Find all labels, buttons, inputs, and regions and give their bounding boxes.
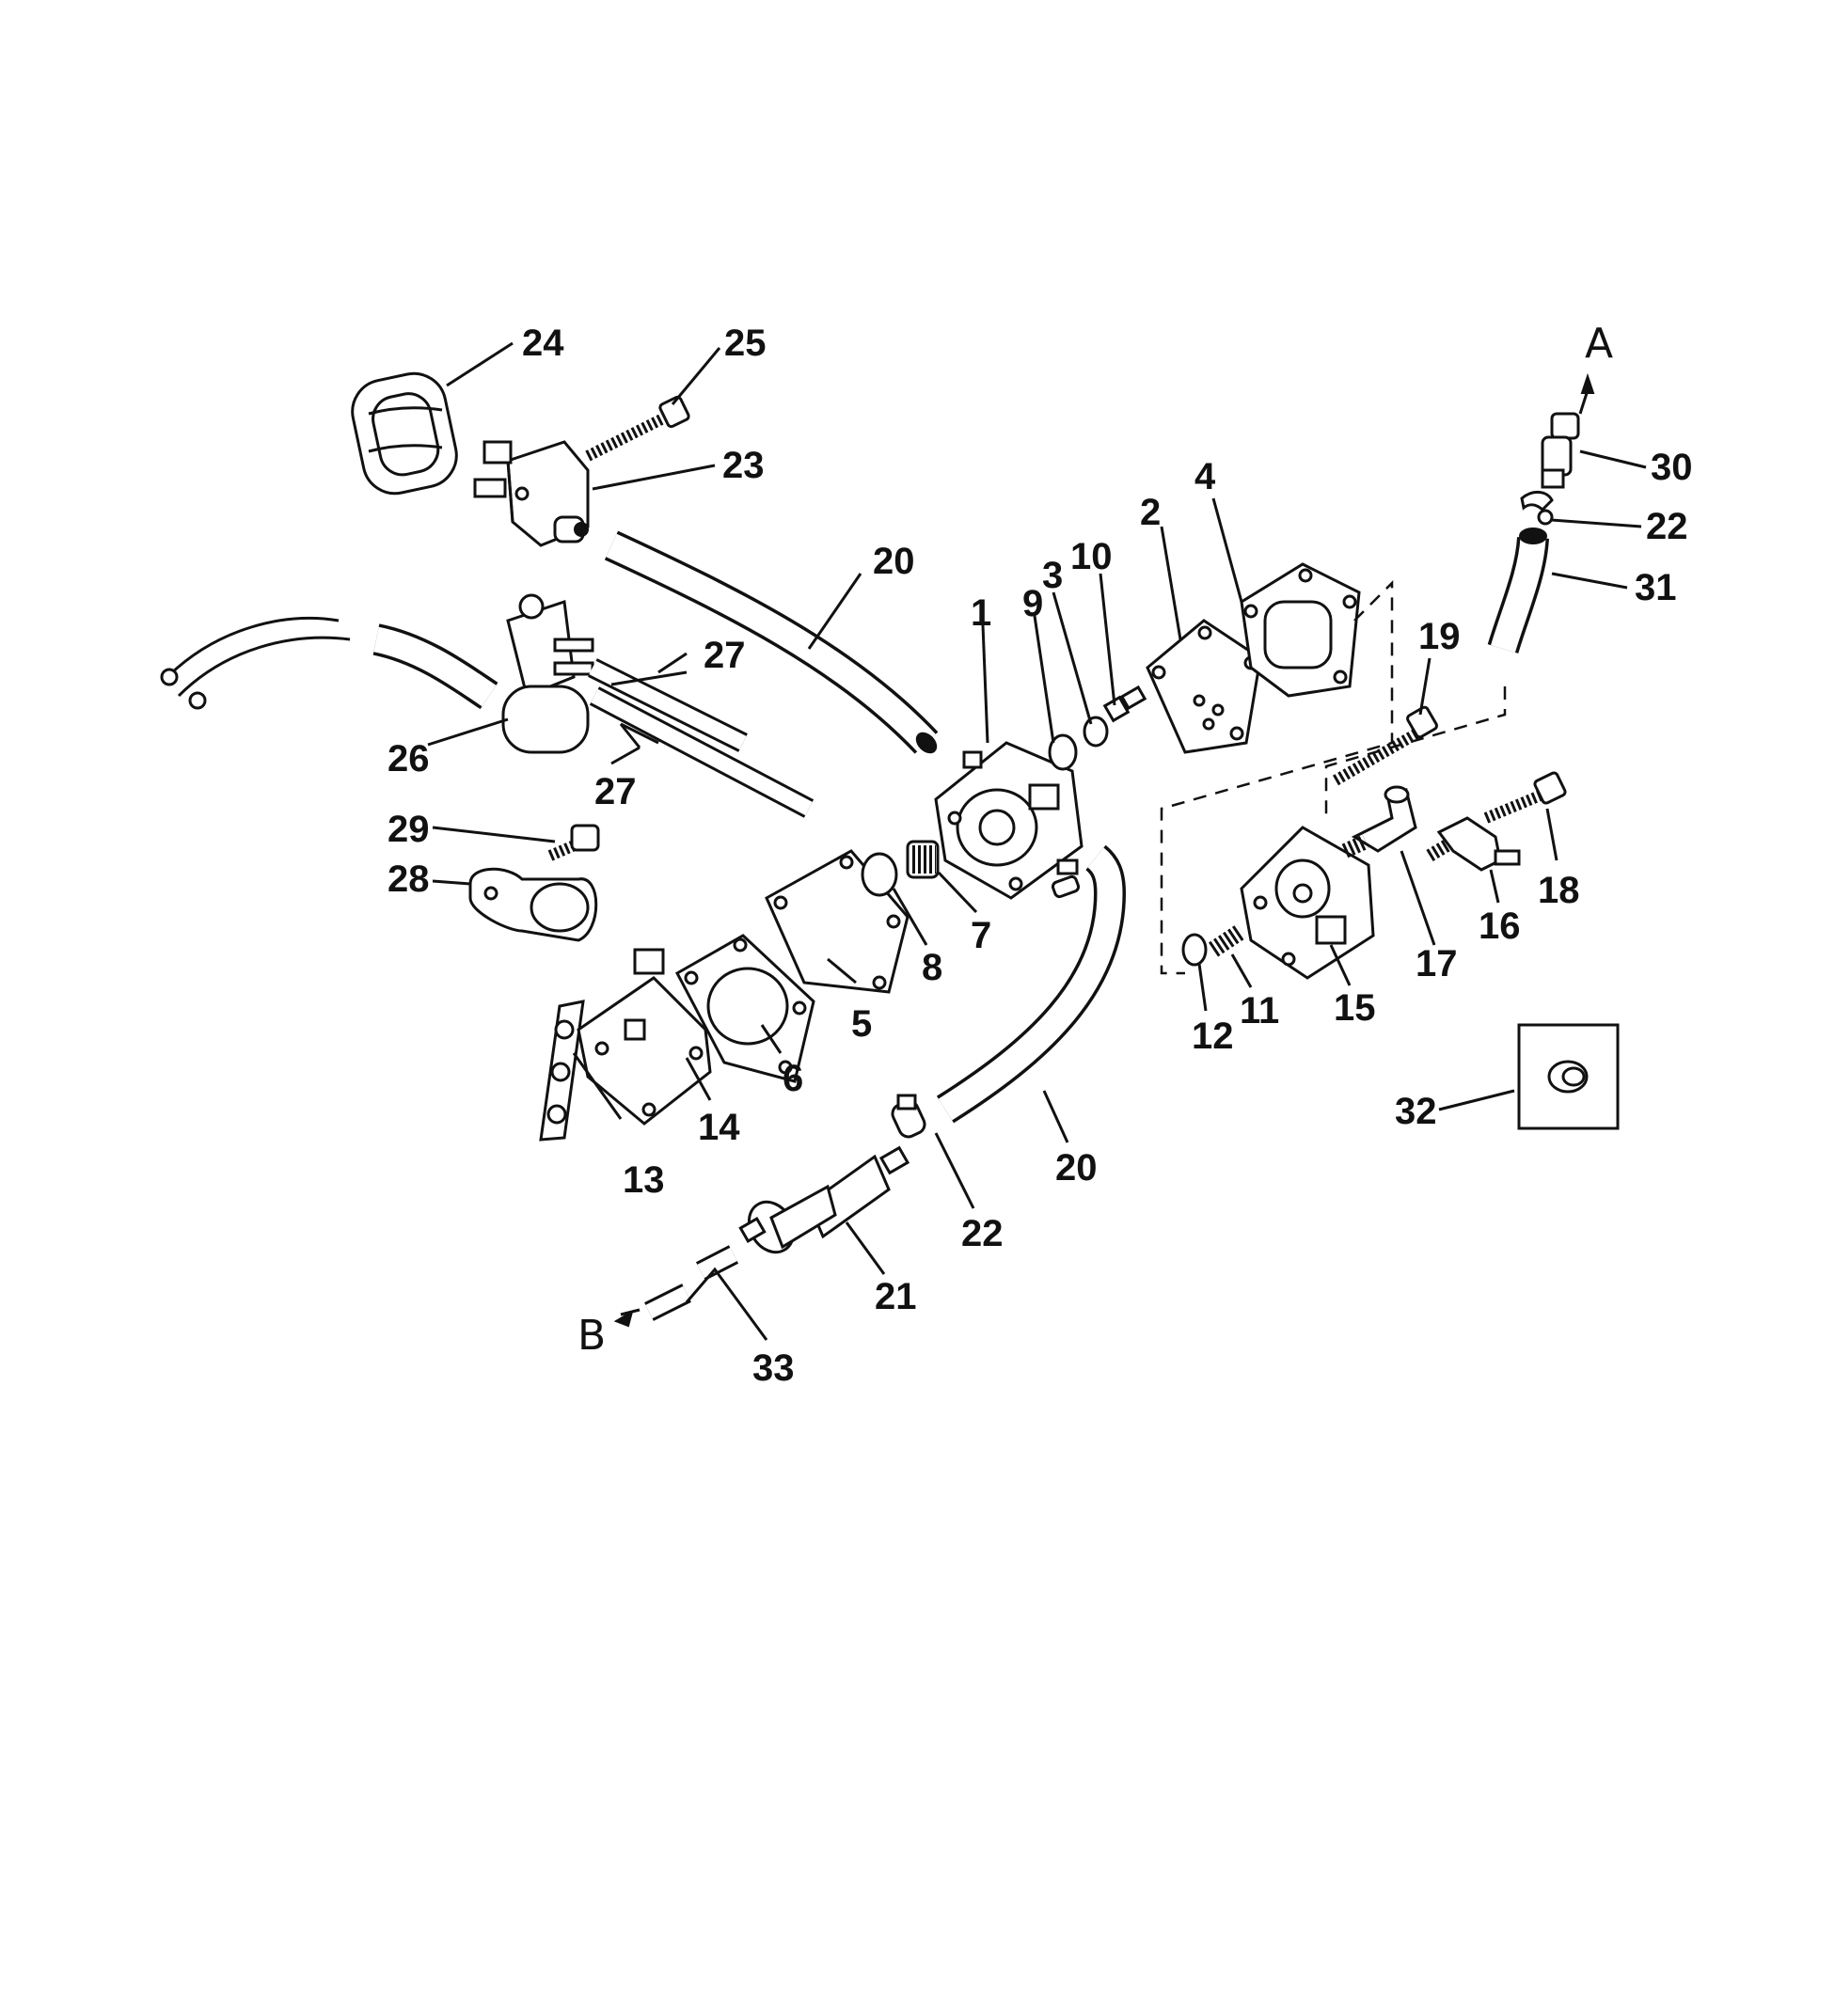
label-10: 10 [1070,536,1113,577]
screw-29 [547,824,600,861]
alignment-lines [1160,579,1507,975]
label-8: 8 [922,947,942,988]
connection-labels: A B [577,320,1613,1360]
label-33: 33 [752,1347,795,1389]
label-27-upper: 27 [704,635,746,676]
label-3: 3 [1042,555,1063,596]
label-12: 12 [1192,1016,1234,1057]
spring-11 [1209,923,1246,957]
label-15: 15 [1334,987,1376,1029]
label-13: 13 [623,1159,665,1201]
elbow-17 [1341,785,1417,858]
check-valve-8 [861,852,898,897]
label-22-upper: 22 [1646,506,1688,547]
fuel-hose-31 [1487,528,1549,654]
pump-body-1 [934,741,1084,900]
part-labels: 24 25 23 20 1 9 3 10 2 4 27 27 26 29 28 … [388,323,1693,1389]
label-14: 14 [698,1107,740,1148]
label-23: 23 [722,445,765,486]
label-6: 6 [783,1058,803,1099]
elbow-fitting [1051,874,1081,899]
connection-label-b: B [577,1312,606,1360]
fuel-hose-lower-20 [936,844,1127,1124]
label-16: 16 [1479,906,1521,947]
washer-3 [1083,716,1109,748]
label-5: 5 [851,1003,872,1045]
label-28: 28 [388,858,430,900]
leader-lines [427,341,1647,1341]
label-20-upper: 20 [873,541,915,582]
label-27-lower: 27 [594,771,637,812]
label-31: 31 [1635,567,1677,608]
gasket-6 [674,934,815,1083]
fuel-hose-upper-20 [604,530,939,754]
label-32: 32 [1395,1091,1437,1132]
fitting-30 [1541,412,1580,489]
spring-7 [906,840,940,879]
label-20-lower: 20 [1055,1147,1098,1189]
label-29: 29 [388,809,430,850]
fitting-10 [1102,685,1147,723]
label-4: 4 [1194,456,1216,497]
fitting-16 [1426,816,1521,872]
label-24: 24 [522,323,564,364]
clip-22-upper-nub [1537,509,1554,526]
grommet-24 [351,371,458,496]
plug-32 [1517,1023,1620,1130]
label-19: 19 [1418,616,1461,657]
screw-18 [1483,771,1567,824]
disc-12 [1181,933,1208,967]
label-18: 18 [1538,870,1580,911]
arrow-a-icon [1580,372,1595,394]
label-30: 30 [1651,447,1693,488]
label-9: 9 [1022,583,1043,624]
pump-cover-15 [1240,826,1375,980]
sleeves-33 [644,1245,739,1321]
connection-label-a: A [1585,320,1613,368]
label-17: 17 [1416,943,1458,984]
label-22-lower: 22 [961,1213,1004,1254]
label-26: 26 [388,738,430,780]
primer-solenoid-23 [473,440,590,547]
solenoid-26 [160,593,594,754]
clip-22-upper [1520,491,1554,512]
screw-19 [1332,705,1438,786]
label-21: 21 [875,1276,917,1317]
clamp-28 [468,867,598,942]
clamp-22-lower [891,1094,926,1139]
washer-9 [1048,733,1078,771]
label-2: 2 [1140,492,1161,533]
pump-cover-14 [577,948,712,1126]
label-25: 25 [724,323,767,364]
sleeves-27 [588,658,815,818]
gasket-4 [1240,562,1361,698]
screw-25 [585,395,690,462]
arrow-b-icon [613,1309,634,1328]
diaphragm-plate-2 [1146,619,1262,754]
label-11: 11 [1240,990,1279,1032]
fuel-filter-21 [738,1145,910,1254]
bracket-13 [539,1000,585,1142]
label-1: 1 [971,592,991,634]
label-7: 7 [971,915,991,956]
